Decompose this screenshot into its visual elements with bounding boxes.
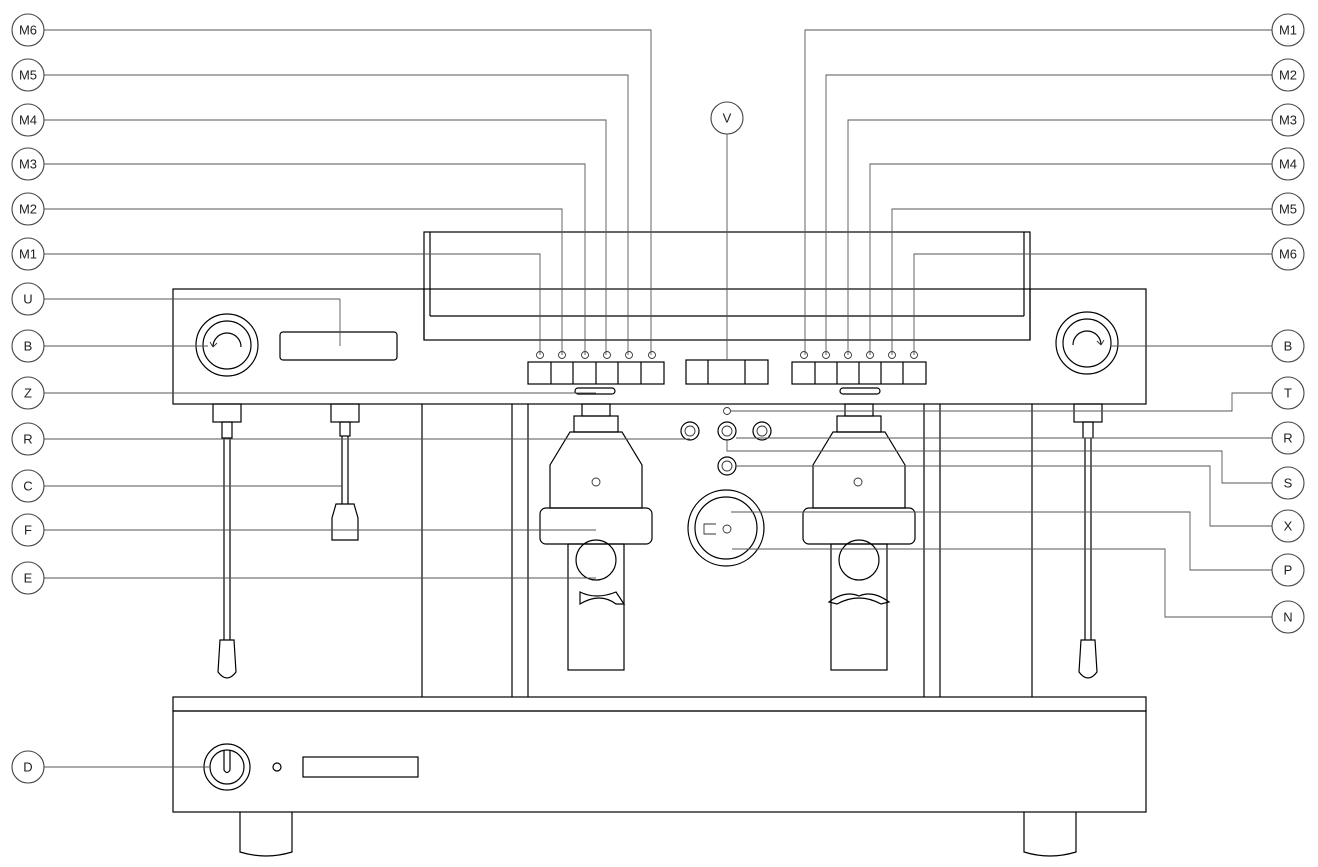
callout-label: R [1283, 431, 1292, 446]
callout-label: M2 [1279, 68, 1297, 83]
pressure-gauge-left [195, 313, 259, 377]
callout-t: T [1271, 376, 1305, 410]
callout-right-m1: M1 [1271, 13, 1305, 47]
callout-label: B [1284, 339, 1293, 354]
callout-right-b: B [1271, 329, 1305, 363]
callout-f: F [11, 513, 45, 547]
callout-label: R [23, 432, 32, 447]
leader-lines [44, 29, 1272, 768]
display-panel [279, 331, 398, 361]
callout-label: M5 [19, 68, 37, 83]
center-controls [680, 407, 772, 567]
callout-left-b: B [11, 329, 45, 363]
keypad-left [527, 351, 665, 395]
base-display [302, 756, 419, 778]
callout-label: S [1284, 476, 1293, 491]
lower-base [172, 710, 1147, 813]
drip-tray-top [172, 696, 1147, 712]
callout-label: U [23, 292, 32, 307]
callout-label: V [723, 111, 732, 126]
callout-label: M1 [19, 247, 37, 262]
pressure-gauge-right [1055, 311, 1119, 375]
callout-p: P [1271, 553, 1305, 587]
callout-right-m5: M5 [1271, 192, 1305, 226]
callout-label: M1 [1279, 23, 1297, 38]
callout-label: N [1283, 610, 1292, 625]
callouts: M6 M5 M4 M3 M2 M1 U B Z R C F E D V M1 M… [11, 13, 1305, 784]
callout-label: Z [24, 386, 32, 401]
callout-v: V [710, 101, 744, 135]
callout-u: U [11, 282, 45, 316]
callout-right-m2: M2 [1271, 58, 1305, 92]
keypad-center [685, 359, 769, 385]
callout-e: E [11, 561, 45, 595]
foot-right [1023, 812, 1077, 857]
callout-left-m6: M6 [11, 13, 45, 47]
callout-left-m5: M5 [11, 58, 45, 92]
hot-water-wand [330, 403, 360, 541]
callout-left-m1: M1 [11, 237, 45, 271]
brew-group-right [802, 403, 916, 671]
callout-label: M2 [19, 202, 37, 217]
callout-label: M6 [1279, 247, 1297, 262]
main-switch [203, 743, 251, 791]
callout-x: X [1271, 509, 1305, 543]
callout-label: T [1284, 386, 1292, 401]
steam-wand-left [212, 403, 242, 679]
callout-z: Z [11, 376, 45, 410]
foot-left [239, 812, 293, 857]
callout-right-m6: M6 [1271, 237, 1305, 271]
callout-left-r: R [11, 422, 45, 456]
keypad-right [791, 351, 927, 395]
callout-left-m4: M4 [11, 103, 45, 137]
callout-left-m3: M3 [11, 147, 45, 181]
callout-d: D [11, 750, 45, 784]
callout-s: S [1271, 466, 1305, 500]
steam-wand-right [1073, 403, 1103, 679]
callout-label: E [24, 571, 33, 586]
callout-label: F [24, 523, 32, 538]
callout-label: M4 [1279, 157, 1297, 172]
callout-label: M3 [19, 157, 37, 172]
callout-left-m2: M2 [11, 192, 45, 226]
callout-right-r: R [1271, 421, 1305, 455]
callout-n: N [1271, 600, 1305, 634]
upper-body [172, 288, 1147, 405]
callout-label: M6 [19, 23, 37, 38]
callout-label: C [23, 479, 32, 494]
callout-label: M4 [19, 113, 37, 128]
callout-label: X [1284, 519, 1293, 534]
callout-label: M3 [1279, 113, 1297, 128]
brew-group-left [539, 403, 653, 671]
callout-right-m3: M3 [1271, 103, 1305, 137]
machine-body [172, 231, 1147, 857]
callout-label: D [23, 760, 32, 775]
callout-c: C [11, 469, 45, 503]
power-indicator-light [272, 762, 282, 772]
callout-label: M5 [1279, 202, 1297, 217]
callout-label: P [1284, 563, 1293, 578]
callout-label: B [24, 339, 33, 354]
callout-right-m4: M4 [1271, 147, 1305, 181]
